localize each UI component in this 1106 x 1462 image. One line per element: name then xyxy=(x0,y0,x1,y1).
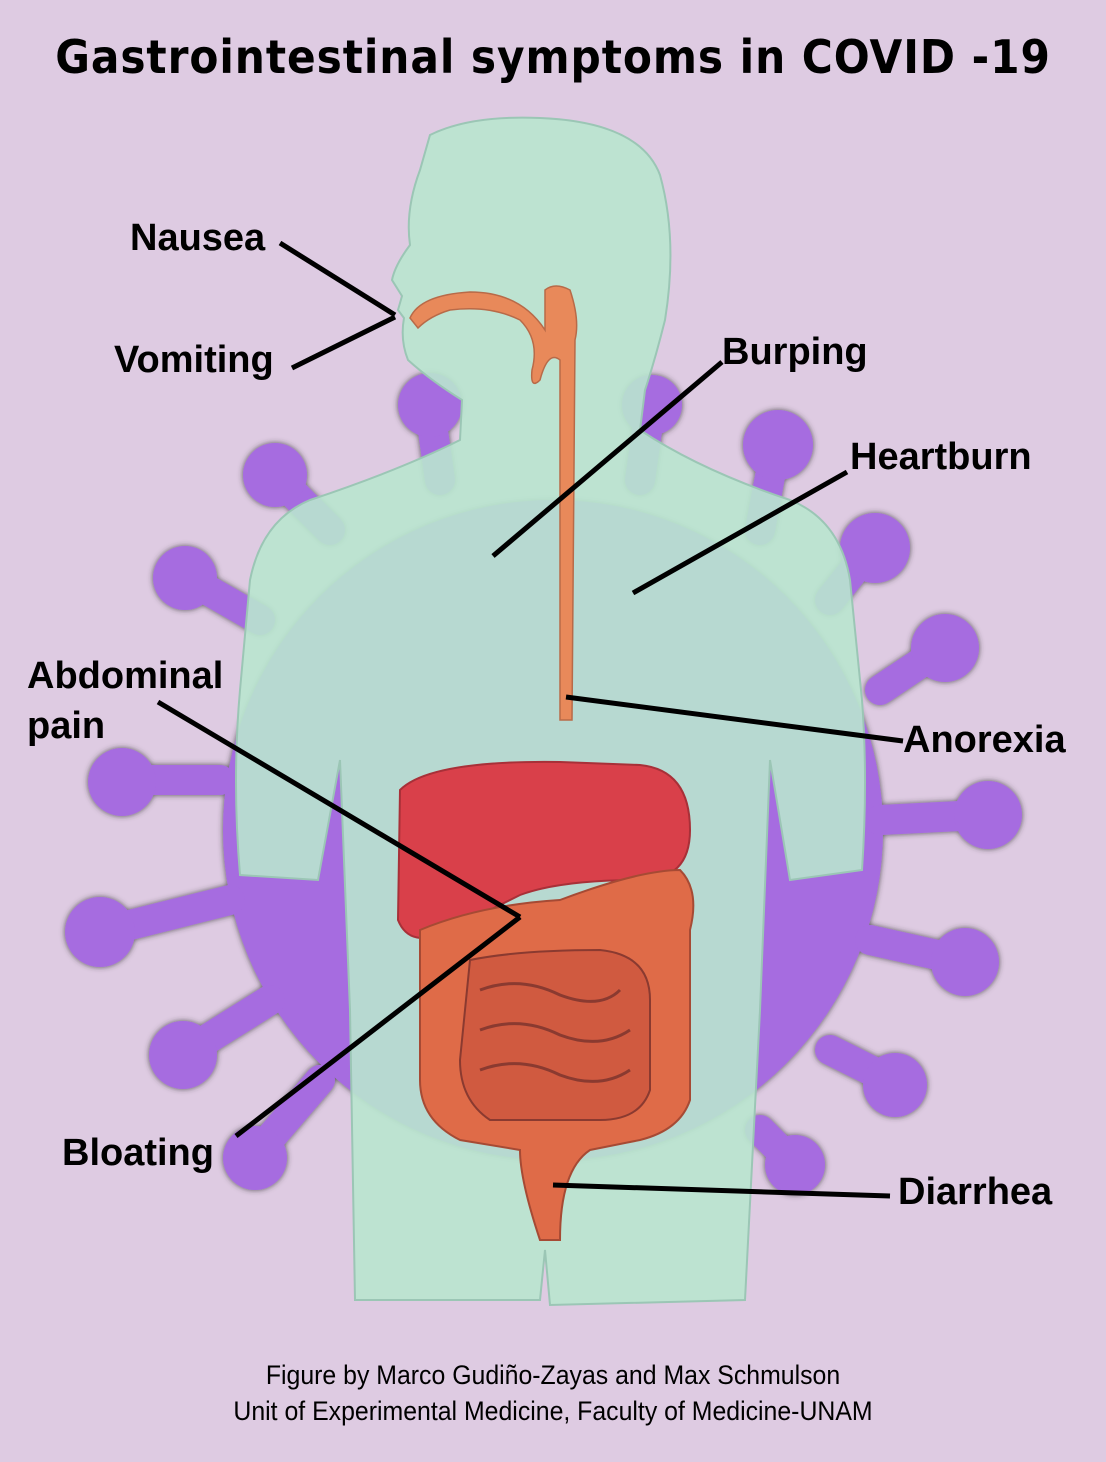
label-heartburn: Heartburn xyxy=(850,436,1032,478)
label-bloating: Bloating xyxy=(62,1132,214,1174)
credit-authors: Figure by Marco Gudiño-Zayas and Max Sch… xyxy=(265,1360,841,1390)
label-anorexia: Anorexia xyxy=(903,719,1066,761)
label-diarrhea: Diarrhea xyxy=(898,1171,1053,1213)
credit-institution: Unit of Experimental Medicine, Faculty o… xyxy=(233,1396,873,1426)
label-burping: Burping xyxy=(722,331,868,373)
human-body-silhouette xyxy=(235,116,866,1307)
intestines xyxy=(419,868,695,1241)
esophagus xyxy=(409,285,578,721)
label-nausea: Nausea xyxy=(130,217,266,259)
figure-title: Gastrointestinal symptoms in COVID -19 xyxy=(55,30,1051,84)
leader-lines xyxy=(156,240,904,1199)
leader-line-abdominal-pain xyxy=(156,699,522,920)
leader-line-vomiting xyxy=(290,314,397,371)
leader-line-burping xyxy=(491,360,724,558)
leader-line-anorexia xyxy=(565,694,904,744)
label-abdominal-pain-line1: Abdominal xyxy=(27,655,224,697)
label-abdominal-pain-line2: pain xyxy=(27,705,106,747)
leader-line-bloating xyxy=(234,915,522,1138)
leader-line-nausea xyxy=(278,240,397,318)
leader-line-diarrhea xyxy=(552,1182,891,1199)
leader-line-heartburn xyxy=(631,469,849,596)
label-vomiting: Vomiting xyxy=(114,339,274,381)
